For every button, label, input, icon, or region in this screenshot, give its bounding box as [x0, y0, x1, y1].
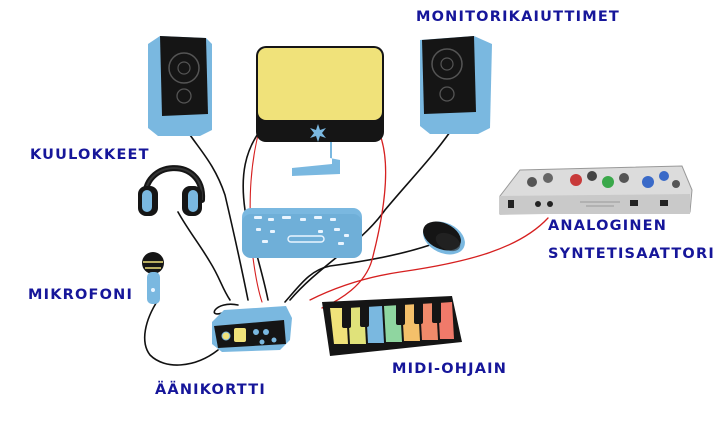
cable-left-speaker: [187, 131, 249, 301]
microphone-handle: [147, 272, 160, 304]
left-speaker-tweeter: [176, 88, 192, 104]
monitor-logo-icon: [310, 124, 326, 142]
cable-microphone: [143, 299, 219, 366]
computer-monitor: [256, 46, 384, 176]
cable-headphones: [177, 211, 231, 301]
right-speaker: [420, 36, 492, 134]
monitor-screen: [258, 48, 382, 120]
cable-interface-out: [213, 303, 239, 315]
midi-controller: [322, 296, 462, 356]
label-monitor-speakers: MONITORIKAIUTTIMET: [416, 9, 621, 25]
cable-red-synth-midi: [309, 217, 549, 301]
label-synthesizer: SYNTETISAATTORI: [548, 246, 715, 262]
left-speaker-woofer: [168, 52, 200, 84]
label-analog: ANALOGINEN: [548, 218, 668, 234]
cable-red-monitor-midi: [321, 129, 387, 309]
computer-mouse: [423, 221, 465, 255]
audio-interface: [212, 306, 292, 352]
midi-black-keys: [342, 301, 441, 328]
microphone: [142, 252, 164, 304]
computer-keyboard: [242, 208, 362, 258]
cable-monitor: [242, 127, 269, 301]
label-audio-interface: ÄÄNIKORTTI: [155, 382, 266, 398]
label-headphones: KUULOKKEET: [30, 147, 150, 163]
label-midi-controller: MIDI-OHJAIN: [392, 361, 508, 377]
keyboard-spacebar: [287, 235, 325, 243]
headphones: [138, 165, 206, 216]
label-microphone: MIKROFONI: [28, 287, 134, 303]
cable-right-speaker: [289, 131, 451, 301]
interface-display: [234, 328, 246, 342]
left-speaker: [148, 36, 212, 136]
microphone-head: [142, 252, 164, 274]
right-speaker-woofer: [431, 48, 463, 80]
synth-knobs: [527, 171, 680, 188]
right-speaker-tweeter: [439, 86, 455, 102]
monitor-stand: [292, 142, 340, 176]
analog-synthesizer: [499, 165, 693, 215]
cables: [143, 119, 549, 366]
cable-mouse: [284, 244, 431, 303]
